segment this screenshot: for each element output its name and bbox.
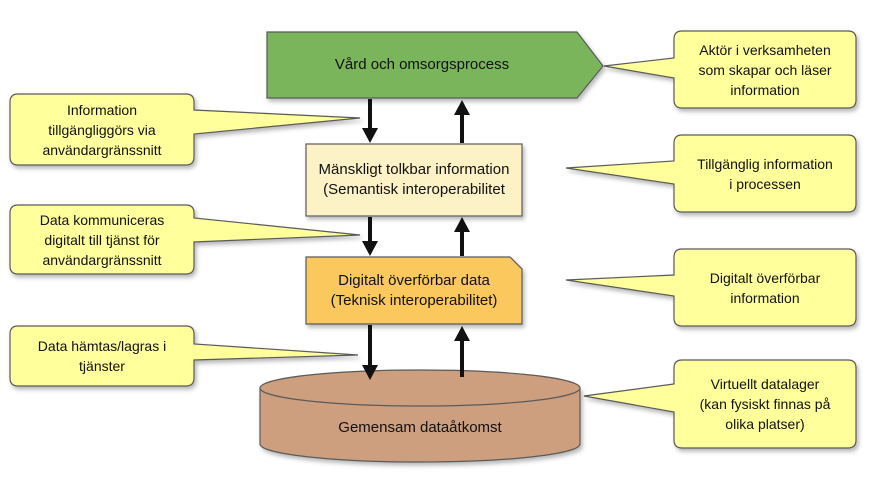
callout-shape-right-3 [565,248,857,327]
callout-shape-left-3 [9,325,359,387]
callout-right-3-text: Digitalt överförbar information [709,269,821,306]
process-label: Vård och omsorgsprocess [334,56,510,73]
callout-shape-right-2 [565,134,857,213]
arrow-down-1-head [362,128,378,143]
storage-cylinder-top [259,369,581,407]
process-shape [266,31,604,99]
arrow-up-1-head [454,100,470,115]
arrow-down-2-head [362,241,378,256]
arrow-down-3-head [362,365,378,380]
callout-left-2-text: Data kommuniceras digitalt till tjänst f… [39,211,165,268]
callout-shape-right-4 [583,359,857,449]
storage-label: Gemensam dataåtkomst [338,419,502,436]
callout-right-1-text: Aktör i verksamheten som skapar och läse… [698,41,832,98]
callout-right-4-text: Virtuellt datalager (kan fysiskt finnas … [699,376,831,432]
semantic-label: Mänskligt tolkbar information (Semantisk… [318,161,510,198]
storage-cylinder [259,387,581,463]
arrow-up-2-head [454,217,470,232]
arrow-up-3-head [454,326,470,341]
callout-shape-left-2 [9,204,361,275]
callout-right-2-text: Tillgänglig information i processen [697,155,833,192]
technical-box [305,256,523,325]
callout-shape-right-1 [603,30,857,109]
callout-shape-left-1 [9,93,361,166]
callout-left-1-text: Information tillgängliggörs via användar… [42,101,162,158]
callout-left-3-text: Data hämtas/lagras i tjänster [37,338,167,374]
arrows [362,99,470,380]
technical-label: Digitalt överförbar data (Teknisk intero… [330,271,498,309]
semantic-box [305,143,523,217]
